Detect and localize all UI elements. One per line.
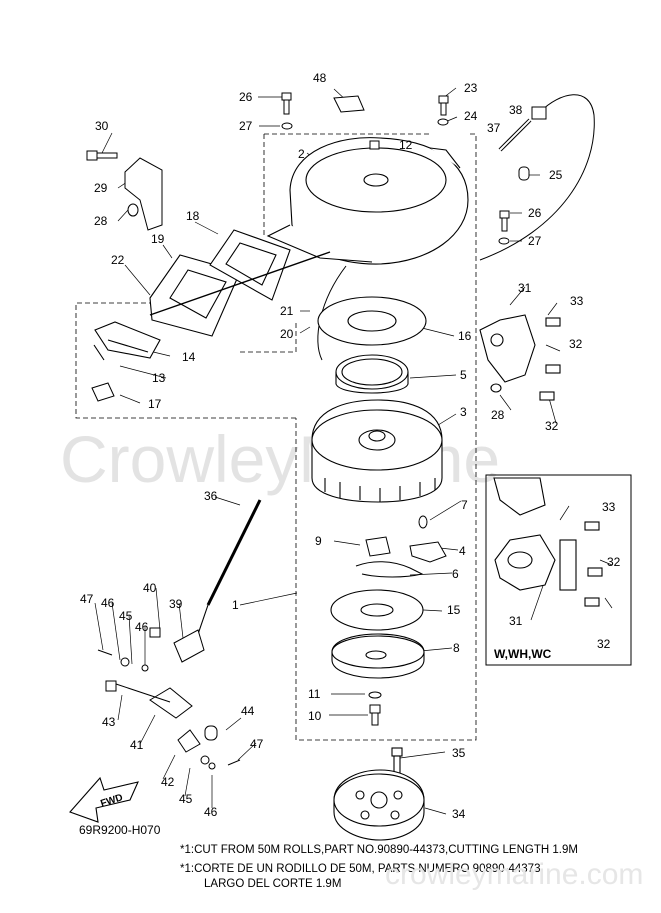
callout-3: 3 <box>460 405 467 419</box>
callout-7: 7 <box>461 498 468 512</box>
top-bolts <box>281 92 530 245</box>
label-plate <box>333 95 365 113</box>
callout-27: 27 <box>239 119 253 133</box>
starter-rope <box>149 251 331 316</box>
callout-15: 15 <box>447 603 461 617</box>
callout-31b: 31 <box>509 614 523 628</box>
guide-19-18 <box>149 229 291 337</box>
callout-22: 22 <box>111 253 125 267</box>
callout-33b: 33 <box>602 500 616 514</box>
bolt-10-washer-11 <box>368 691 382 726</box>
bracket-31 <box>479 314 561 401</box>
fwd-arrow-icon: FWD <box>69 776 139 823</box>
callout-34: 34 <box>452 807 466 821</box>
callout-31: 31 <box>518 281 532 295</box>
pulley-34 <box>333 747 425 841</box>
callout-43: 43 <box>102 715 116 729</box>
callout-33: 33 <box>570 294 584 308</box>
callout-12: 12 <box>399 138 413 152</box>
handle-insert <box>91 382 115 402</box>
callout-8: 8 <box>453 641 460 655</box>
callout-35: 35 <box>452 746 466 760</box>
plate-16 <box>317 296 427 346</box>
callout-11: 11 <box>308 687 321 701</box>
callout-37: 37 <box>487 121 501 135</box>
callout-42: 42 <box>161 775 175 789</box>
callout-13: 13 <box>152 371 166 385</box>
starter-handle <box>93 321 161 361</box>
callout-44: 44 <box>241 704 255 718</box>
callout-46c: 46 <box>204 805 218 819</box>
callout-40: 40 <box>143 581 157 595</box>
callout-6: 6 <box>452 567 459 581</box>
drive-plate-8 <box>331 633 425 679</box>
plate-15 <box>330 589 424 631</box>
callout-27b: 27 <box>528 234 542 248</box>
callout-46: 46 <box>101 596 115 610</box>
callout-47: 47 <box>80 592 94 606</box>
callout-24: 24 <box>464 109 478 123</box>
starter-cable <box>479 94 595 261</box>
drive-spring-6 <box>355 561 424 578</box>
inset-label: W,WH,WC <box>494 647 552 661</box>
callout-23: 23 <box>464 81 478 95</box>
callout-14: 14 <box>182 350 196 364</box>
callout-17: 17 <box>148 397 162 411</box>
pawl-parts <box>365 515 447 563</box>
footnote-line-2: *1:CORTE DE UN RODILLO DE 50M, PARTS NUM… <box>180 863 544 875</box>
sheave-drum-3 <box>311 399 443 503</box>
callouts: 48 26 27 23 24 38 37 12 2 25 26 27 30 29… <box>80 71 621 821</box>
callout-20: 20 <box>280 327 294 341</box>
callout-38: 38 <box>509 103 523 117</box>
callout-4: 4 <box>459 544 466 558</box>
callout-21: 21 <box>280 304 294 318</box>
callout-25: 25 <box>549 168 563 182</box>
callout-46b: 46 <box>135 620 149 634</box>
callout-47b: 47 <box>250 737 264 751</box>
drawing-code: 69R9200-H070 <box>79 823 161 837</box>
callout-32d: 32 <box>597 637 611 651</box>
callout-39: 39 <box>169 597 183 611</box>
callout-32: 32 <box>569 337 583 351</box>
callout-26: 26 <box>239 90 253 104</box>
inset-box <box>485 474 632 666</box>
callout-41: 41 <box>130 738 144 752</box>
bracket-29 <box>86 150 163 231</box>
callout-30: 30 <box>95 119 109 133</box>
callout-45b: 45 <box>179 792 193 806</box>
callout-32b: 32 <box>545 419 559 433</box>
callout-26b: 26 <box>528 206 542 220</box>
callout-2: 2 <box>298 147 305 161</box>
callout-5: 5 <box>460 368 467 382</box>
callout-10: 10 <box>308 709 322 723</box>
starter-case <box>266 137 469 265</box>
callout-32c: 32 <box>607 555 621 569</box>
callout-28: 28 <box>94 214 108 228</box>
callout-48: 48 <box>313 71 327 85</box>
callout-18: 18 <box>186 209 200 223</box>
callout-29: 29 <box>94 181 108 195</box>
callout-45: 45 <box>119 609 133 623</box>
cable-36 <box>195 499 262 641</box>
callout-9: 9 <box>315 534 322 548</box>
inset-bracket <box>493 477 603 607</box>
spring-5 <box>335 354 409 394</box>
linkage-assembly <box>97 627 241 770</box>
callout-19: 19 <box>151 232 165 246</box>
footnote-line-3: LARGO DEL CORTE 1.9M <box>204 878 342 890</box>
callout-16: 16 <box>458 329 472 343</box>
callout-36: 36 <box>204 489 218 503</box>
callout-28b: 28 <box>491 408 505 422</box>
watermark-url: crowleymarine.com <box>385 858 644 891</box>
callout-1: 1 <box>232 598 239 612</box>
footnote-line-1: *1:CUT FROM 50M ROLLS,PART NO.90890-4437… <box>180 844 578 856</box>
dashed-group-boxes <box>75 133 477 741</box>
